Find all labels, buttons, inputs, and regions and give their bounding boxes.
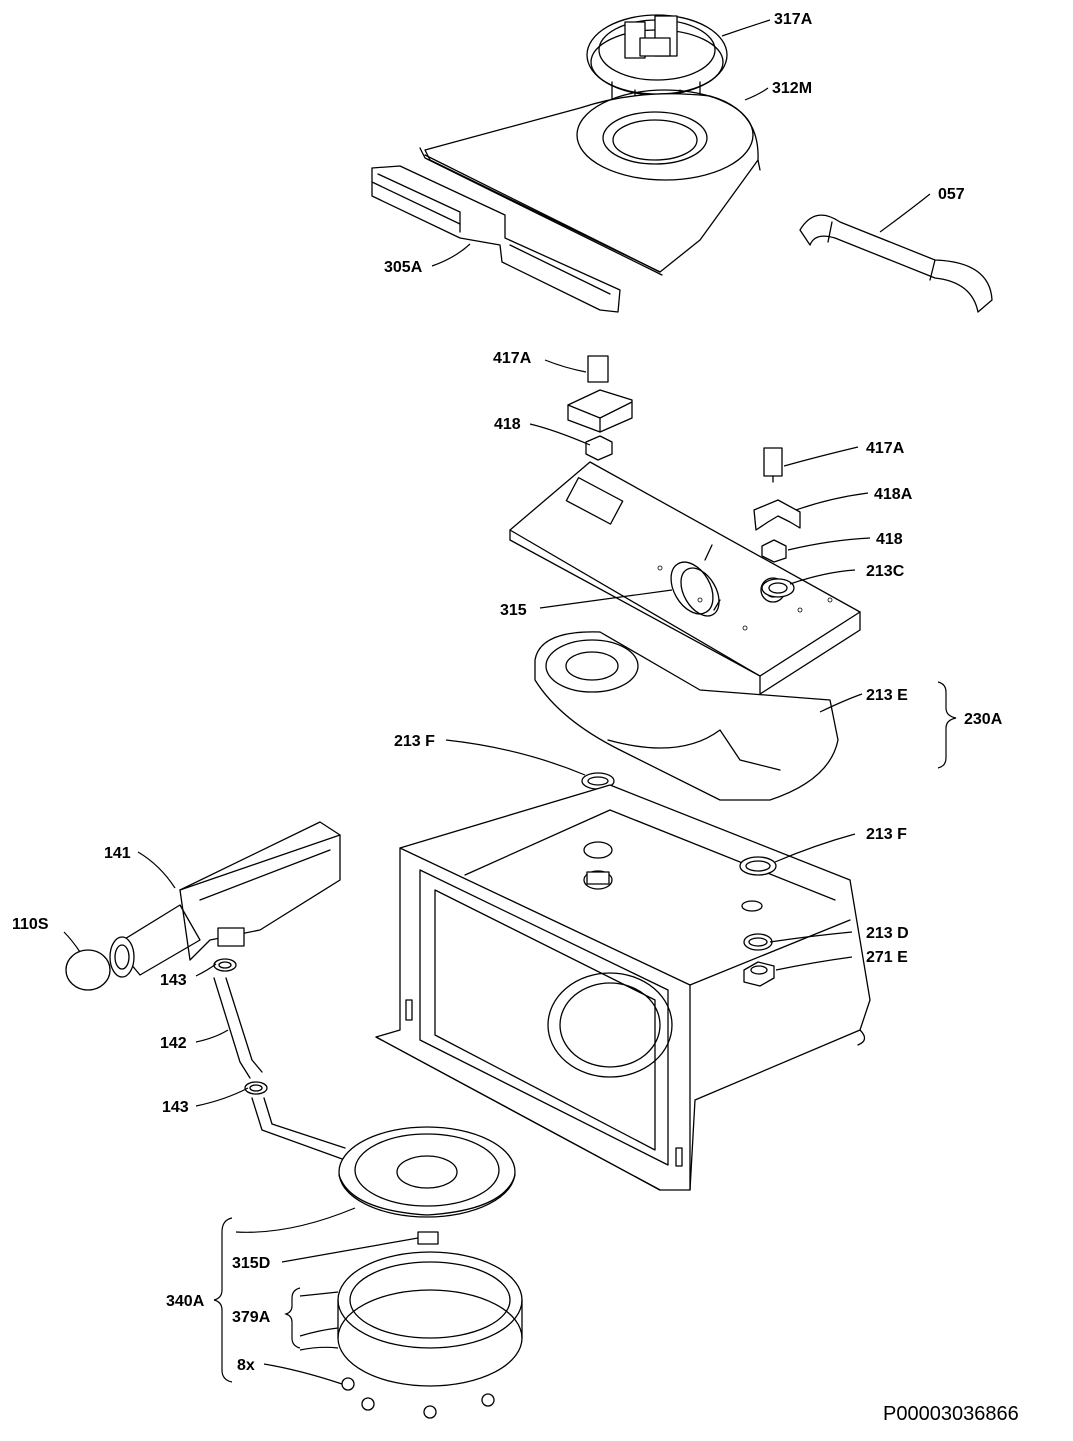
part-213F-left-ring <box>581 772 615 790</box>
brace-379A <box>284 1287 301 1349</box>
label-417A-top: 417A <box>493 350 532 367</box>
part-271E-nut <box>743 961 775 987</box>
label-312M: 312M <box>772 80 812 97</box>
label-230A: 230A <box>964 711 1003 728</box>
label-142: 142 <box>160 1035 187 1052</box>
label-305A: 305A <box>384 259 423 276</box>
label-340A: 340A <box>166 1293 205 1310</box>
label-315D: 315D <box>232 1255 270 1272</box>
part-110S-cap <box>65 949 111 991</box>
label-418-top: 418 <box>494 416 521 433</box>
label-213E: 213 E <box>866 687 908 704</box>
label-317A: 317A <box>774 11 813 28</box>
part-141-steam-duct <box>109 821 341 978</box>
label-315: 315 <box>500 602 527 619</box>
part-oven-cavity <box>375 784 871 1191</box>
part-317A-fan-motor <box>586 14 728 103</box>
part-143-bottom-clip <box>244 1081 268 1095</box>
part-379A-gasket-ring <box>337 1251 523 1387</box>
part-142-hose <box>213 977 263 1079</box>
label-213C: 213C <box>866 563 905 580</box>
label-271E: 271 E <box>866 949 908 966</box>
label-379A: 379A <box>232 1309 271 1326</box>
label-213F-left: 213 F <box>394 733 435 750</box>
part-315-cable <box>670 544 721 617</box>
label-057: 057 <box>938 186 965 203</box>
part-213C-ring <box>761 578 795 598</box>
brace-230A <box>937 681 957 769</box>
label-143-top: 143 <box>160 972 187 989</box>
part-305A-air-duct <box>371 165 621 313</box>
label-141: 141 <box>104 845 131 862</box>
part-057-hose <box>799 214 993 313</box>
label-8x: 8x <box>237 1357 255 1374</box>
label-213F-right: 213 F <box>866 826 907 843</box>
part-312M-blower-housing <box>419 89 761 276</box>
part-213F-right-ring <box>739 856 777 876</box>
leader-lines <box>63 19 931 1385</box>
part-213D-ring <box>743 933 773 951</box>
part-cavity-spigot <box>583 841 613 890</box>
drawing-code: P00003036866 <box>883 1403 1019 1425</box>
part-213E-gasket <box>534 631 839 801</box>
label-213D: 213 D <box>866 925 909 942</box>
brace-340A <box>213 1217 233 1383</box>
part-8x-nuts <box>341 1377 495 1419</box>
part-417A-top-relay <box>567 355 633 433</box>
part-143-top-clip <box>213 958 237 972</box>
label-418A: 418A <box>874 486 913 503</box>
label-417A-right: 417A <box>866 440 905 457</box>
part-418-top-clip <box>585 435 613 461</box>
part-417A-right-relay <box>763 447 783 483</box>
part-418-right-clip <box>761 539 787 563</box>
part-418A-bracket <box>753 499 801 531</box>
part-drain-tube <box>251 1097 346 1161</box>
callout-labels: 317A 312M 057 305A 417A 418 417A 418A 41… <box>12 11 1003 1374</box>
label-418-right: 418 <box>876 531 903 548</box>
part-340A-water-pan <box>338 1126 516 1218</box>
part-control-plate <box>509 461 861 695</box>
label-143-bottom: 143 <box>162 1099 189 1116</box>
part-315D-clip <box>417 1231 439 1245</box>
label-110S: 110S <box>12 916 49 933</box>
